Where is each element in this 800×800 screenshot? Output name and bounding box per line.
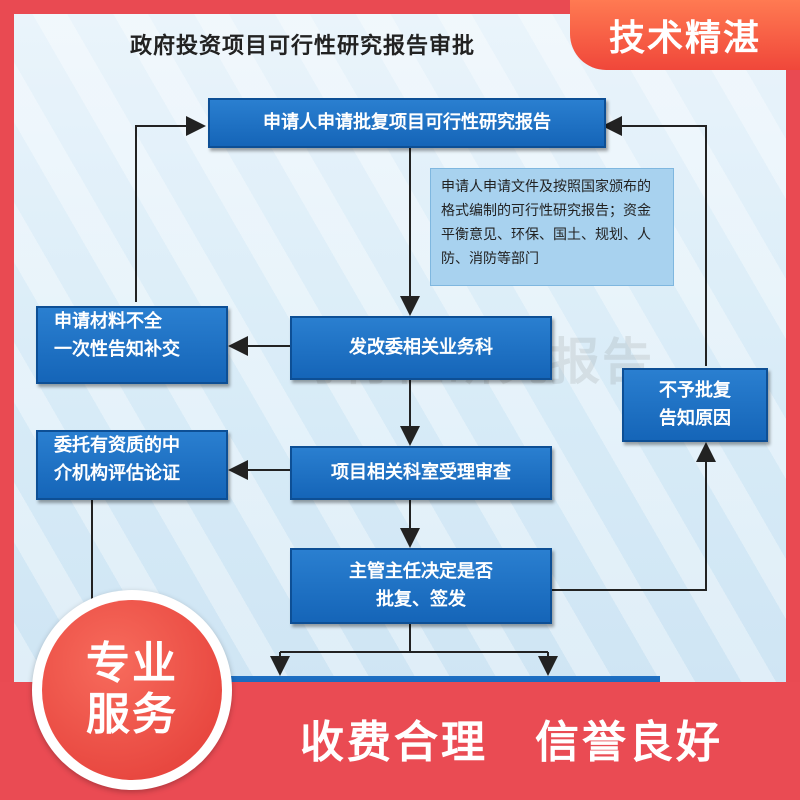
box-decide-line2: 批复、签发: [376, 589, 466, 610]
box-agency-line1: 委托有资质的中: [54, 435, 180, 456]
box-agency-line2: 介机构评估论证: [54, 462, 180, 484]
badge-circle-inner: 专业 服务: [42, 600, 222, 780]
box-apply: 申请人申请批复项目可行性研究报告: [208, 98, 606, 148]
box-reject: 不予批复 告知原因: [622, 368, 768, 442]
badge-top-right: 技术精湛: [570, 0, 800, 70]
arrow-decide-to-reject: [552, 442, 716, 591]
badge-circle-line2: 服务: [86, 689, 178, 740]
badge-circle-line1: 专业: [86, 638, 178, 690]
box-apply-label: 申请人申请批复项目可行性研究报告: [263, 112, 551, 134]
badge-circle: 专业 服务: [32, 590, 232, 790]
box-reject-line1: 不予批复: [659, 380, 731, 402]
box-supplement: 申请材料不全 一次性告知补交: [36, 306, 228, 384]
box-decide: 主管主任决定是否 批复、签发: [290, 548, 552, 624]
box-review-label: 项目相关科室受理审查: [331, 462, 511, 484]
slogan-text: 收费合理 信誉良好: [300, 717, 723, 768]
box-supplement-line1: 申请材料不全: [54, 311, 162, 332]
box-agency: 委托有资质的中 介机构评估论证: [36, 430, 228, 500]
box-review: 项目相关科室受理审查: [290, 446, 552, 500]
box-decide-line1: 主管主任决定是否: [349, 561, 493, 583]
note-required-documents: 申请人申请文件及按照国家颁布的格式编制的可行性研究报告；资金平衡意见、环保、国土…: [430, 168, 674, 286]
arrow-reject-to-apply: [602, 116, 707, 366]
box-supplement-line2: 一次性告知补交: [54, 338, 180, 360]
arrow-supplement-to-apply: [135, 116, 206, 302]
diagram-title: 政府投资项目可行性研究报告审批: [130, 34, 476, 59]
box-dept-label: 发改委相关业务科: [349, 337, 493, 359]
box-reject-line2: 告知原因: [659, 408, 731, 429]
box-dept: 发改委相关业务科: [290, 316, 552, 380]
